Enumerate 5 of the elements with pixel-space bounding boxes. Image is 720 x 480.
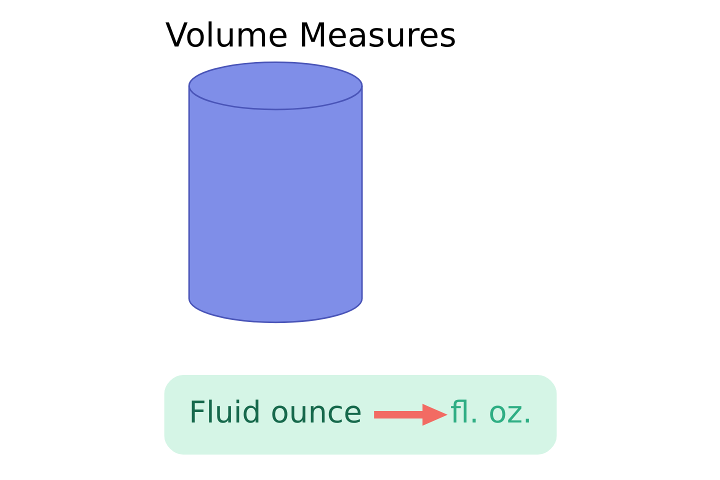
arrow [374, 404, 448, 426]
cluster [164, 374, 556, 455]
diagram-title: Volume Measures [164, 16, 456, 55]
node-text: fl. oz. [450, 395, 532, 430]
node-text: Fluid ounce [188, 395, 362, 430]
